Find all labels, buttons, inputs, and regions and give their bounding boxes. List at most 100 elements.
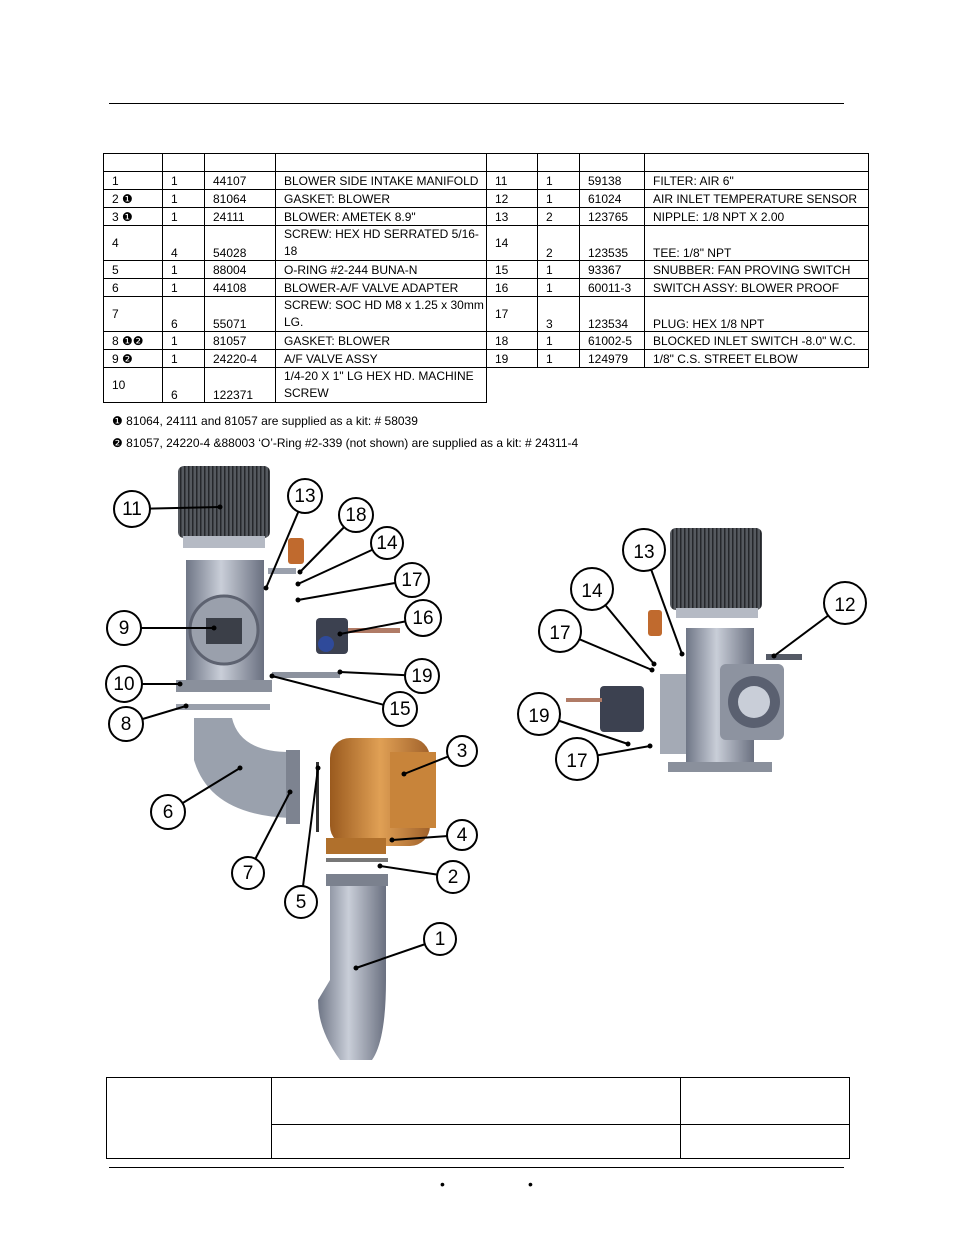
callout-number: 8 xyxy=(121,714,132,735)
callout-number: 17 xyxy=(566,751,587,772)
callout-number: 13 xyxy=(294,486,315,507)
table-cell: 81064 xyxy=(204,189,276,208)
callout-circle xyxy=(105,665,143,703)
leader-line xyxy=(271,675,401,710)
leader-dot xyxy=(771,653,777,659)
callout-circle xyxy=(538,609,582,653)
leader-dot xyxy=(315,765,321,771)
callout-circle xyxy=(338,497,374,533)
footer-rule xyxy=(109,1167,844,1168)
callout-number: 19 xyxy=(528,706,549,727)
leader-dot xyxy=(651,661,657,667)
leader-dot xyxy=(177,681,183,687)
table-cell: 17 xyxy=(486,296,538,332)
callout-number: 16 xyxy=(412,608,433,629)
callout-number: 15 xyxy=(389,699,410,720)
leader-dot xyxy=(295,597,301,603)
callout-circle xyxy=(823,581,867,625)
callout-circle xyxy=(394,562,430,598)
header-rule xyxy=(109,103,844,104)
callout-number: 10 xyxy=(113,674,134,695)
left-assembly xyxy=(176,466,436,1060)
table-cell: 7 xyxy=(103,296,163,332)
callout-number: 6 xyxy=(163,802,174,823)
leader-dot xyxy=(211,625,217,631)
leader-dot xyxy=(287,789,293,795)
callout-circle xyxy=(622,528,666,572)
leader-dot xyxy=(377,863,383,869)
callout-number: 13 xyxy=(633,542,654,563)
table-cell: SCREW: SOC HD M8 x 1.25 x 30mm LG. xyxy=(275,296,487,332)
callout-number: 11 xyxy=(122,499,142,520)
callout-number: 14 xyxy=(376,533,398,554)
callout-circle xyxy=(446,819,478,851)
leader-dot xyxy=(237,765,243,771)
table-cell: 9 ❷ xyxy=(103,349,163,368)
air-filter-right xyxy=(670,528,762,610)
callout-number: 17 xyxy=(549,623,570,644)
callout-circle xyxy=(150,794,186,830)
table-cell: BLOWER: AMETEK 8.9" xyxy=(275,207,487,226)
leader-dot xyxy=(269,673,275,679)
leader-dot xyxy=(263,585,269,591)
callout-number: 1 xyxy=(435,929,446,950)
callout-number: 5 xyxy=(296,892,307,913)
table-cell: SWITCH ASSY: BLOWER PROOF xyxy=(644,278,869,297)
leader-line xyxy=(300,767,319,903)
callout-circle xyxy=(555,737,599,781)
leader-dot xyxy=(337,631,343,637)
callout-circle xyxy=(446,735,478,767)
callout-circle xyxy=(436,860,470,894)
callout-circle xyxy=(370,526,404,560)
table-cell: 12 xyxy=(486,189,538,208)
leader-dot xyxy=(217,504,223,510)
callout-circle xyxy=(287,478,323,514)
footer-block xyxy=(106,1077,850,1159)
table-cell: 4 xyxy=(103,225,163,261)
callout-circle xyxy=(231,856,265,890)
blocked-inlet-switch xyxy=(288,538,304,564)
leader-dot xyxy=(625,741,631,747)
air-filter-left xyxy=(178,466,270,538)
table-cell: 61002-5 xyxy=(579,331,645,350)
table-cell: 2 xyxy=(537,225,580,261)
air-inlet-temp-sensor xyxy=(766,654,802,660)
table-cell: 124979 xyxy=(579,349,645,368)
footer-bullet-2: • xyxy=(528,1176,533,1192)
footer-bullet-1: • xyxy=(440,1176,445,1192)
leader-dot xyxy=(353,965,359,971)
table-cell: 1/4-20 X 1" LG HEX HD. MACHINE SCREW xyxy=(275,367,487,403)
table-cell: 6 xyxy=(162,367,205,403)
callout-circle xyxy=(404,599,442,637)
callout-circle xyxy=(404,658,440,694)
callout-number: 19 xyxy=(411,666,432,687)
table-cell: 13 xyxy=(486,207,538,226)
table-cell: 54028 xyxy=(204,225,276,261)
kit-note-2: ❷ 81057, 24220-4 &88003 ‘O’-Ring #2-339 … xyxy=(112,436,579,450)
table-cell: TEE: 1/8" NPT xyxy=(644,225,869,261)
table-cell: 24111 xyxy=(204,207,276,226)
table-cell: BLOWER-A/F VALVE ADAPTER xyxy=(275,278,487,297)
leader-dot xyxy=(337,669,343,675)
table-cell: 55071 xyxy=(204,296,276,332)
leader-dot xyxy=(295,581,301,587)
table-cell: A/F VALVE ASSY xyxy=(275,349,487,368)
callout-circle xyxy=(382,691,418,727)
callout-number: 17 xyxy=(401,570,422,591)
table-cell: 3 ❶ xyxy=(103,207,163,226)
callout-number: 7 xyxy=(243,863,254,884)
leader-dot xyxy=(649,667,655,673)
leader-dot xyxy=(389,837,395,843)
callout-circle xyxy=(517,692,561,736)
blower-proof-switch-right xyxy=(600,686,644,732)
callout-circle xyxy=(108,706,144,742)
callout-circle xyxy=(113,490,151,528)
callout-number: 2 xyxy=(448,867,459,888)
table-cell: AIR INLET TEMPERATURE SENSOR xyxy=(644,189,869,208)
callout-number: 18 xyxy=(345,505,366,526)
